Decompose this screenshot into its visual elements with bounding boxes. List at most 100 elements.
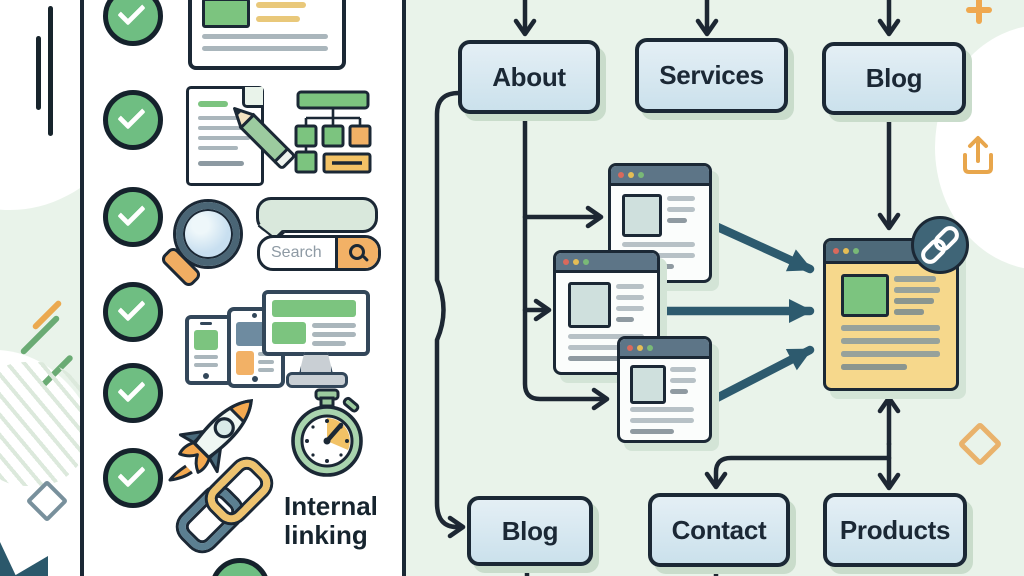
search-bar-text: Search bbox=[271, 244, 322, 261]
text-line bbox=[894, 287, 940, 293]
text-line bbox=[312, 323, 356, 328]
text-line bbox=[258, 360, 274, 364]
text-line bbox=[616, 295, 644, 300]
text-line bbox=[616, 284, 644, 289]
window-titlebar bbox=[620, 339, 709, 359]
decor-dash-line bbox=[48, 6, 53, 136]
check-icon bbox=[103, 363, 163, 423]
text-line bbox=[667, 218, 687, 223]
browser-window-thumbnail bbox=[617, 336, 712, 443]
rocket-icon bbox=[168, 398, 254, 482]
folded-corner bbox=[242, 87, 263, 108]
text-line bbox=[630, 429, 674, 434]
text-line bbox=[194, 363, 218, 367]
thumb-block bbox=[236, 351, 254, 375]
internal-linking-label: Internal linking bbox=[284, 491, 378, 551]
node-label: About bbox=[492, 61, 566, 92]
window-titlebar bbox=[611, 166, 709, 186]
text-line bbox=[568, 356, 624, 361]
highlighted-hub-page bbox=[823, 238, 959, 391]
window-dot-red bbox=[833, 248, 839, 254]
text-line bbox=[622, 242, 695, 247]
window-dot-red bbox=[618, 171, 624, 178]
image-placeholder bbox=[841, 274, 889, 317]
thumb-block bbox=[272, 322, 306, 344]
text-line bbox=[667, 207, 695, 212]
node-label: Services bbox=[659, 60, 764, 90]
window-dot-green bbox=[638, 171, 644, 178]
thumb-block bbox=[202, 0, 250, 28]
window-dot-green bbox=[853, 248, 859, 254]
node-services: Services bbox=[635, 38, 788, 113]
plus-icon bbox=[966, 7, 992, 13]
text-line bbox=[841, 364, 907, 370]
node-label: Blog bbox=[865, 63, 923, 93]
text-line bbox=[616, 317, 634, 322]
text-line bbox=[670, 367, 696, 372]
check-icon bbox=[103, 282, 163, 342]
window-dot-green bbox=[647, 344, 653, 351]
text-line bbox=[894, 298, 934, 304]
check-icon bbox=[103, 187, 163, 247]
text-line bbox=[841, 325, 940, 331]
node-products: Products bbox=[823, 493, 967, 567]
node-label: Blog bbox=[501, 515, 559, 546]
image-placeholder bbox=[630, 365, 666, 404]
phone-icon bbox=[185, 315, 233, 385]
text-line bbox=[198, 146, 238, 150]
monitor-icon bbox=[262, 290, 370, 356]
home-button bbox=[203, 373, 209, 379]
node-label: Products bbox=[839, 514, 951, 545]
speech-bubble bbox=[256, 197, 378, 233]
monitor-base bbox=[286, 372, 348, 388]
text-line bbox=[312, 332, 356, 337]
thumb-block bbox=[194, 330, 218, 350]
stopwatch-icon bbox=[291, 388, 363, 477]
node-label: Contact bbox=[671, 514, 767, 545]
link-badge-icon bbox=[911, 216, 969, 274]
window-dot-yellow bbox=[628, 171, 634, 178]
text-line bbox=[841, 338, 940, 344]
text-line bbox=[670, 389, 688, 394]
window-dot-green bbox=[583, 258, 589, 265]
speaker bbox=[200, 322, 212, 325]
text-line bbox=[568, 345, 644, 350]
text-line bbox=[256, 2, 306, 8]
check-icon bbox=[103, 0, 163, 46]
text-line bbox=[630, 407, 694, 412]
check-icon bbox=[103, 90, 163, 150]
upload-icon bbox=[963, 136, 993, 174]
node-blog-top: Blog bbox=[822, 42, 966, 115]
text-line bbox=[198, 126, 250, 130]
camera-dot bbox=[252, 313, 257, 318]
window-titlebar bbox=[556, 253, 657, 273]
text-line bbox=[194, 355, 218, 359]
text-line bbox=[894, 309, 924, 315]
window-dot-red bbox=[627, 344, 633, 351]
text-line bbox=[202, 46, 328, 51]
decor-hatch-pattern bbox=[0, 362, 90, 486]
text-line bbox=[841, 351, 940, 357]
text-line bbox=[670, 378, 696, 383]
node-blog-bottom: Blog bbox=[467, 496, 593, 566]
image-placeholder bbox=[622, 194, 662, 237]
check-icon bbox=[103, 448, 163, 508]
text-line bbox=[667, 196, 695, 201]
text-line bbox=[568, 334, 644, 339]
window-dot-yellow bbox=[573, 258, 579, 265]
window-dot-yellow bbox=[843, 248, 849, 254]
text-line bbox=[198, 116, 250, 120]
text-line bbox=[198, 161, 244, 166]
image-placeholder bbox=[568, 282, 611, 328]
text-line bbox=[616, 306, 644, 311]
search-bar: Search bbox=[257, 235, 381, 271]
node-contact: Contact bbox=[648, 493, 790, 567]
text-line bbox=[894, 276, 936, 282]
text-line bbox=[312, 341, 346, 346]
webpage-preview-icon bbox=[188, 0, 346, 70]
decor-dash-line bbox=[36, 36, 41, 110]
sitemap-structure-icon bbox=[294, 90, 372, 174]
window-dot-yellow bbox=[637, 344, 643, 351]
